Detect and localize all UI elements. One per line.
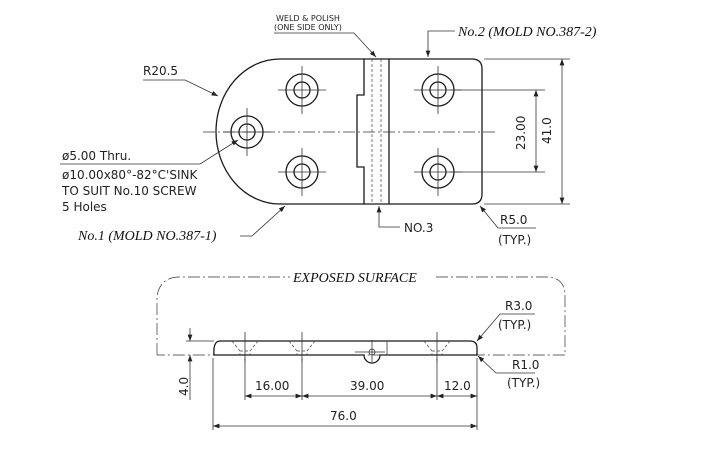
- top-view: 23.00 41.0 WELD & POLISH (ONE SIDE ONLY)…: [60, 14, 597, 247]
- weld-note-line2: (ONE SIDE ONLY): [274, 23, 342, 32]
- side-profile: [213, 340, 478, 364]
- r1-label: R1.0: [512, 358, 539, 372]
- radius-left-label: R20.5: [143, 64, 178, 78]
- screw-hole: [278, 66, 326, 114]
- weld-note-line1: WELD & POLISH: [276, 14, 340, 23]
- hole-note-line4: 5 Holes: [62, 200, 107, 214]
- exposed-surface-label: EXPOSED SURFACE: [292, 271, 417, 286]
- leaf-1-outline: [215, 58, 364, 205]
- dim-16: 16.00: [255, 379, 289, 393]
- corner-radius-label: R5.0: [500, 213, 527, 227]
- hole-note-line3: TO SUIT No.10 SCREW: [61, 184, 197, 198]
- countersink: [231, 332, 259, 362]
- part1-label: No.1 (MOLD NO.387-1): [77, 229, 217, 244]
- screw-hole: [223, 108, 271, 156]
- dim-76: 76.0: [330, 409, 357, 423]
- part3-label: NO.3: [404, 221, 433, 235]
- dim-hole-spacing: 23.00: [514, 116, 528, 150]
- dim-thickness: 4.0: [177, 377, 191, 396]
- r1-typ: (TYP.): [507, 376, 540, 390]
- dim-39: 39.00: [350, 379, 384, 393]
- knuckle-outline: [356, 58, 390, 205]
- countersink: [288, 332, 316, 362]
- exposed-surface-boundary: [156, 276, 566, 356]
- r3-label: R3.0: [505, 299, 532, 313]
- corner-radius-typ: (TYP.): [498, 233, 531, 247]
- dim-width: 41.0: [540, 117, 554, 144]
- part2-label: No.2 (MOLD NO.387-2): [457, 25, 597, 40]
- screw-holes: [223, 66, 462, 196]
- countersinks: [231, 332, 451, 362]
- r3-typ: (TYP.): [498, 318, 531, 332]
- hole-note-line1: ø5.00 Thru.: [62, 149, 131, 163]
- dim-12: 12.0: [444, 379, 471, 393]
- screw-hole: [278, 148, 326, 196]
- countersink: [423, 332, 451, 362]
- hole-note-line2: ø10.00x80°-82°C'SINK: [62, 168, 198, 182]
- side-view: EXPOSED SURFACE 4.0 16.00 39.00 12.0 76.…: [156, 271, 566, 430]
- leaf-2-outline: [389, 58, 483, 205]
